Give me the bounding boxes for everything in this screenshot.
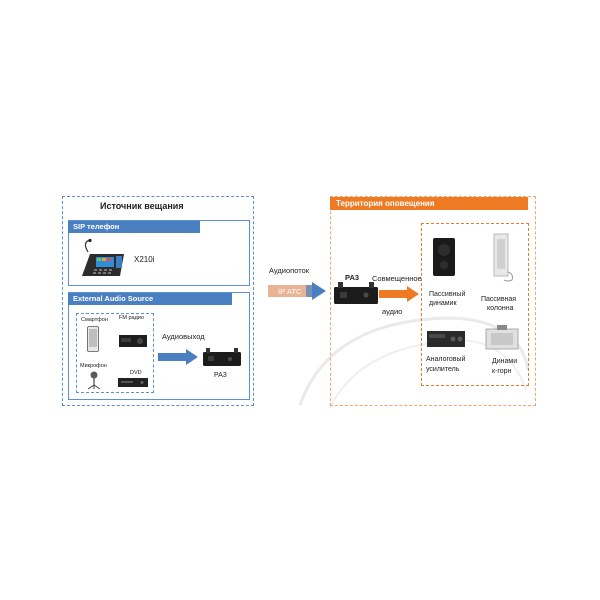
sip-box <box>68 220 250 286</box>
phone-model-label: X210i <box>134 255 155 264</box>
combined-audio-arrow <box>379 286 419 302</box>
microphone-label: Микрофон <box>80 363 107 369</box>
smartphone-icon <box>87 326 99 352</box>
microphone-icon <box>87 371 101 390</box>
speakers-group <box>421 223 529 386</box>
passive-speaker-label-1: Пассивный <box>429 291 466 298</box>
audio-output-label: Аудиовыход <box>162 332 205 341</box>
passive-column-label-1: Пассивная <box>481 296 517 303</box>
source-panel <box>62 196 254 406</box>
passive-column-icon <box>493 233 513 282</box>
smartphone-label: Смартфон <box>81 317 108 323</box>
combined-audio-label-1: Совмещенное <box>372 274 422 283</box>
analog-amplifier-icon <box>427 331 465 347</box>
ip-phone-icon <box>82 238 124 276</box>
horn-label-1: Динами <box>492 358 518 365</box>
passive-speaker-icon <box>433 238 455 276</box>
pa3-device-right-icon <box>334 282 378 304</box>
audio-stream-label: Аудиопоток <box>269 266 310 275</box>
combined-audio-label-2: аудио <box>382 307 403 316</box>
ip-pbx-label: IP АТС <box>278 287 302 296</box>
horn-label-2: к-горн <box>492 368 512 375</box>
territory-header: Территория оповещения <box>330 197 528 210</box>
analog-amp-label-2: усилитель <box>426 366 460 373</box>
external-box <box>68 292 250 400</box>
devices-group <box>76 313 154 393</box>
analog-amp-label-1: Аналоговый <box>426 356 466 363</box>
pa3-right-label: PA3 <box>345 273 360 282</box>
pa3-device-left-icon <box>203 348 241 366</box>
fm-radio-icon <box>119 335 147 347</box>
passive-column-label-2: колонна <box>487 305 514 312</box>
dvd-label: DVD <box>130 370 142 376</box>
territory-panel <box>330 196 536 406</box>
dvd-player-icon <box>118 378 148 387</box>
sip-header: SIP телефон <box>68 221 200 233</box>
passive-speaker-label-2: динамик <box>429 300 457 307</box>
audio-output-arrow <box>158 349 198 365</box>
pa3-left-label: PA3 <box>214 372 227 379</box>
external-header: External Audio Source <box>68 293 232 305</box>
horn-speaker-icon <box>485 325 519 350</box>
ip-pbx-arrow <box>268 282 326 300</box>
fm-radio-label: FM радио <box>119 315 144 321</box>
source-title: Источник вещания <box>100 201 184 211</box>
